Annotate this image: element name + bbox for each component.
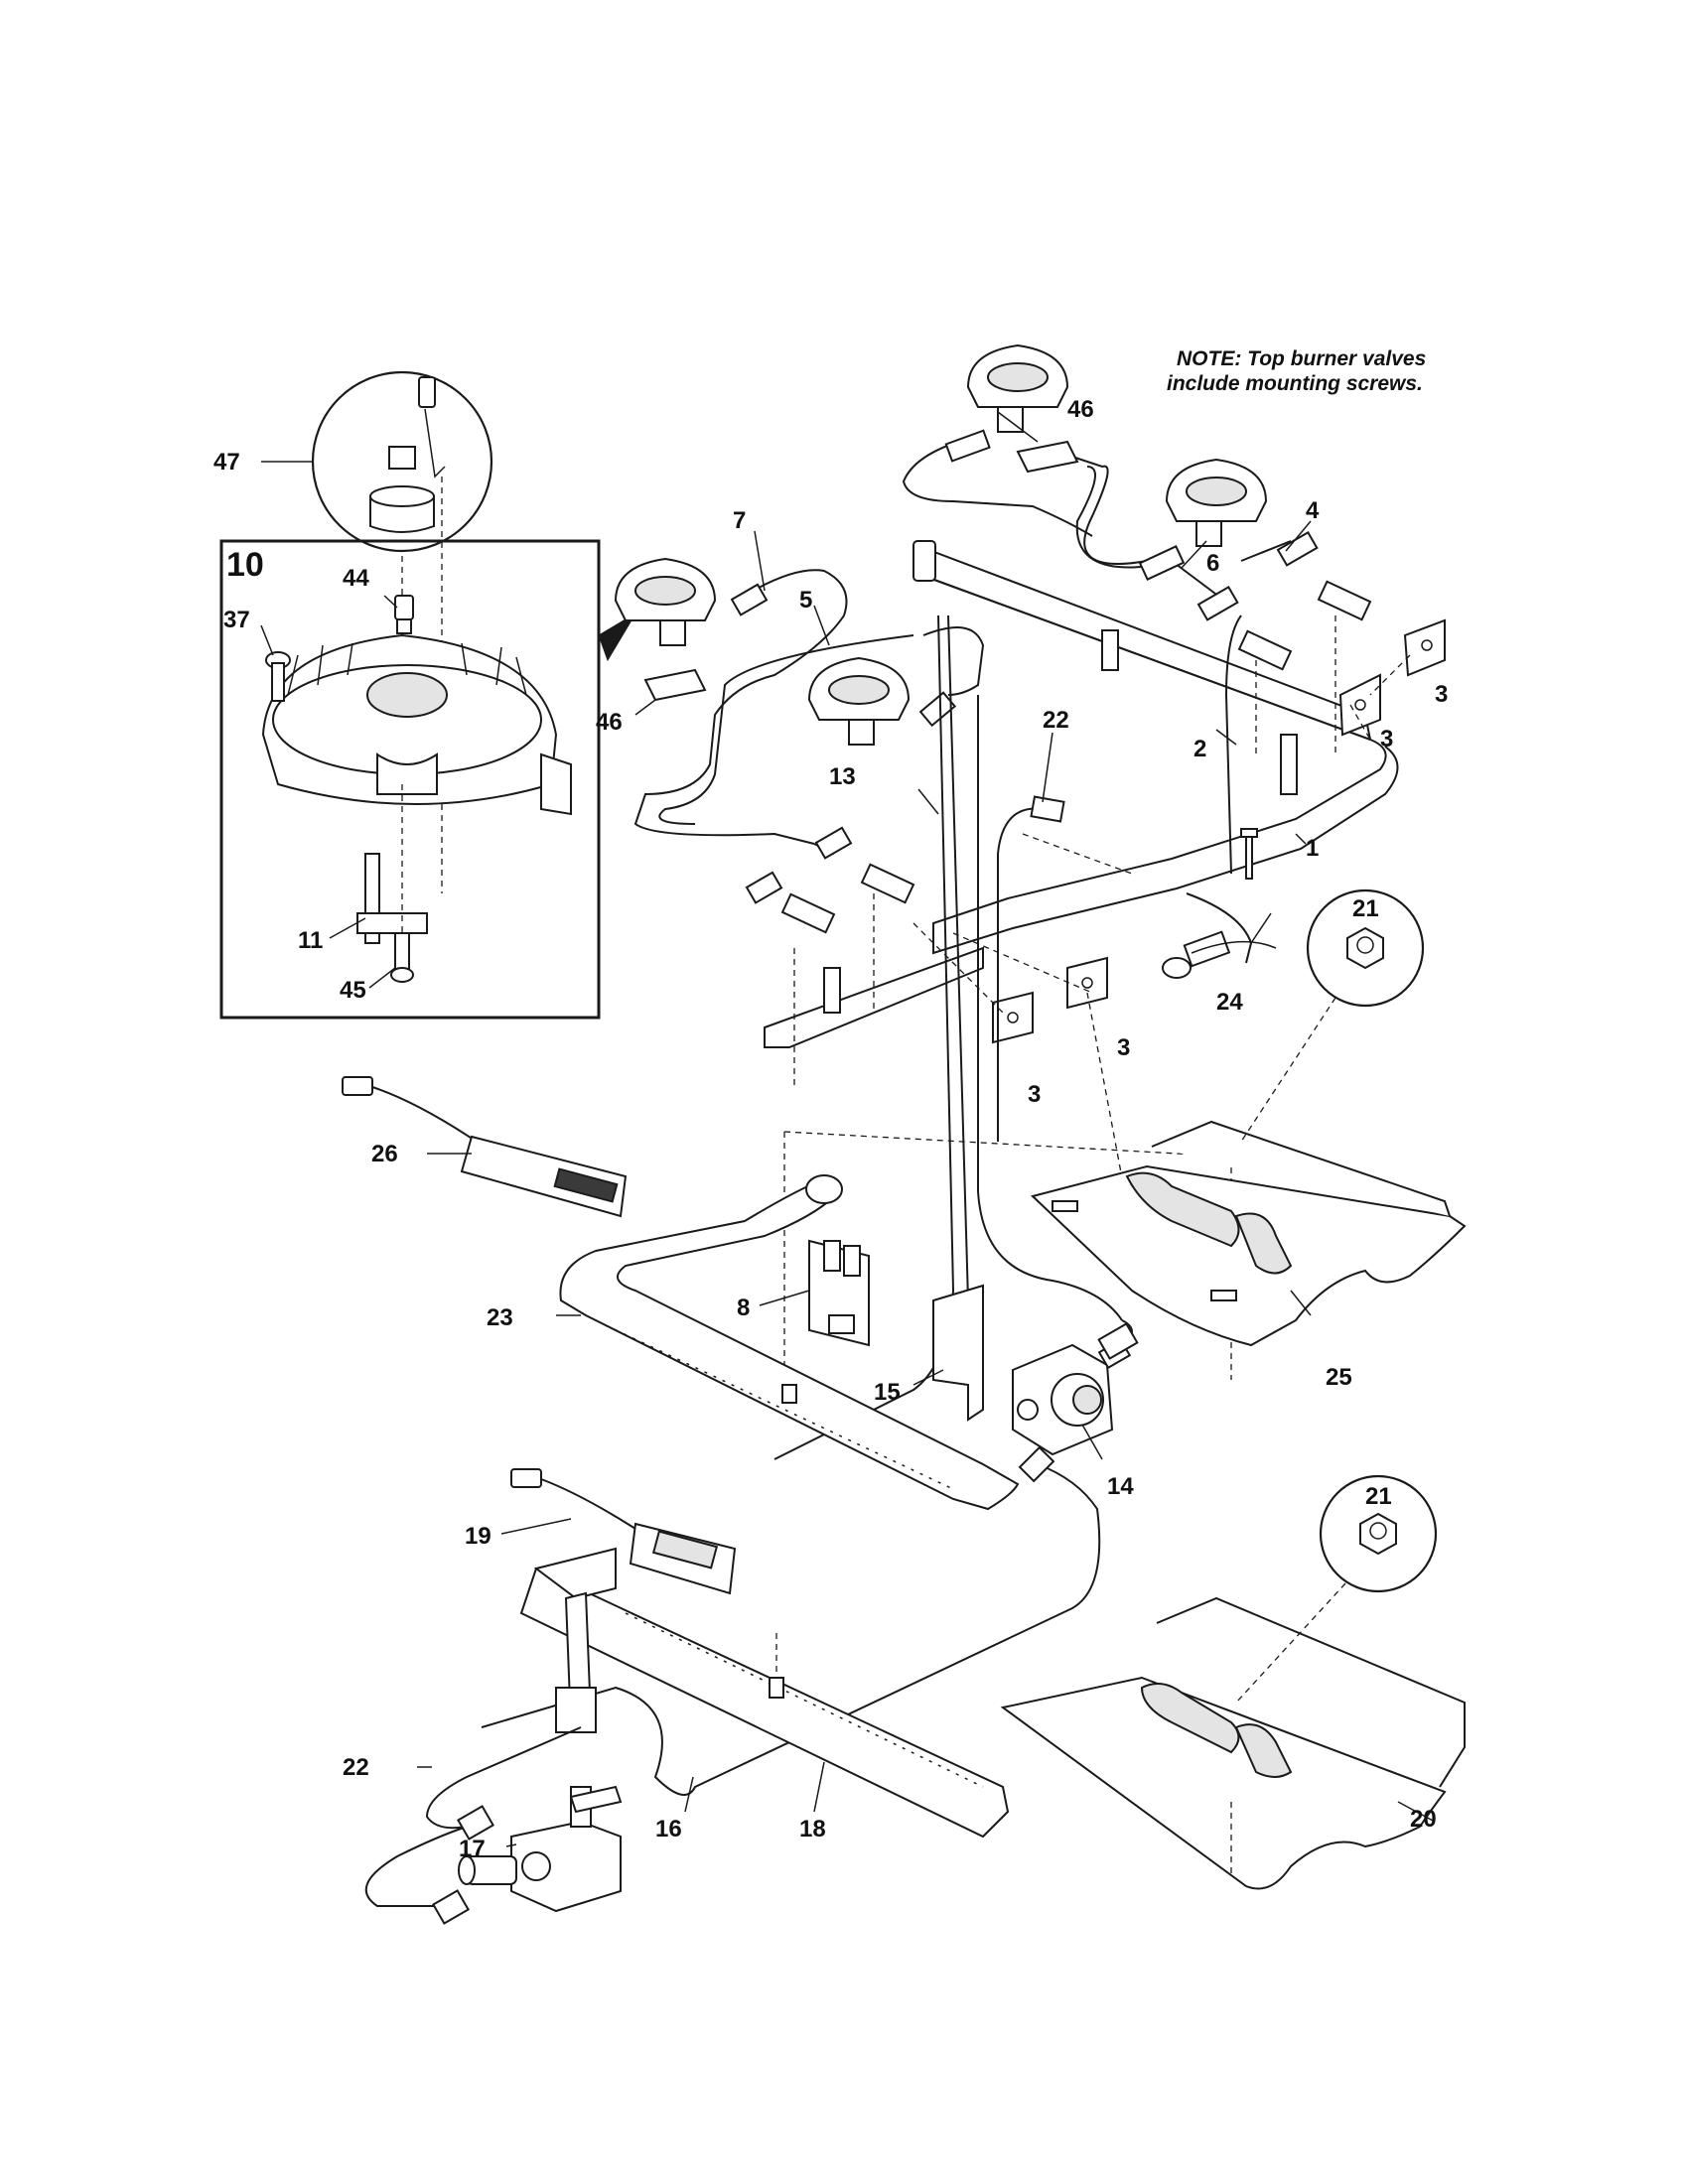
label-11: 11 bbox=[298, 927, 323, 954]
burner-head-top bbox=[966, 343, 1069, 433]
label-22a: 22 bbox=[1043, 707, 1069, 734]
screw-45 bbox=[390, 932, 414, 983]
label-3b: 3 bbox=[1380, 726, 1393, 752]
inset-title: 10 bbox=[226, 546, 264, 584]
oven-burner-23 bbox=[559, 1174, 1020, 1511]
fitting-24 bbox=[1162, 892, 1277, 979]
tube-2 bbox=[1224, 614, 1258, 880]
svg-text:include mounting screws.: include mounting screws. bbox=[1167, 372, 1423, 395]
label-37: 37 bbox=[223, 607, 250, 633]
label-3c: 3 bbox=[1117, 1034, 1130, 1061]
label-15: 15 bbox=[874, 1379, 901, 1406]
label-7: 7 bbox=[733, 507, 746, 534]
label-14: 14 bbox=[1107, 1473, 1134, 1500]
label-19: 19 bbox=[465, 1523, 491, 1550]
valve-elbow bbox=[1097, 1319, 1139, 1360]
brackets-3 bbox=[992, 618, 1446, 1044]
gas-valve-14 bbox=[1012, 1338, 1132, 1456]
manifold-1 bbox=[912, 540, 1399, 955]
nut-detail-21-upper bbox=[1240, 888, 1425, 1143]
label-22b: 22 bbox=[343, 1754, 369, 1781]
broil-burner-18 bbox=[519, 1547, 1010, 1839]
burner-head-center bbox=[807, 656, 911, 746]
bracket-15 bbox=[932, 1284, 984, 1422]
screw-37 bbox=[265, 651, 291, 702]
orifice-44 bbox=[394, 595, 414, 634]
burner-head-left bbox=[614, 557, 717, 646]
bracket-8 bbox=[808, 1239, 870, 1347]
label-16: 16 bbox=[655, 1816, 682, 1843]
label-3a: 3 bbox=[1435, 681, 1448, 708]
broil-valve-17 bbox=[458, 1785, 623, 1913]
label-8: 8 bbox=[737, 1295, 750, 1321]
burner-head-right bbox=[1165, 458, 1268, 547]
baffle-25 bbox=[1031, 1120, 1467, 1347]
label-17: 17 bbox=[459, 1836, 486, 1862]
label-46a: 46 bbox=[1067, 396, 1094, 423]
label-24: 24 bbox=[1216, 989, 1243, 1016]
orifice-detail-circle bbox=[311, 370, 493, 893]
label-4: 4 bbox=[1306, 497, 1320, 524]
baffle-20 bbox=[1000, 1596, 1466, 1890]
label-13: 13 bbox=[829, 763, 856, 790]
mounting-clips-46 bbox=[643, 440, 1079, 702]
electrode-11 bbox=[356, 853, 428, 944]
note: NOTE: Top burner valves include mounting… bbox=[1167, 347, 1426, 395]
label-25: 25 bbox=[1326, 1364, 1352, 1391]
tube-22-top bbox=[997, 795, 1065, 1142]
nut-detail-21-lower bbox=[1235, 1474, 1438, 1704]
label-26: 26 bbox=[371, 1141, 398, 1167]
label-1: 1 bbox=[1306, 835, 1319, 862]
label-23: 23 bbox=[487, 1304, 513, 1331]
tube-22-lower bbox=[364, 1726, 582, 1925]
part-labels: 1 2 3 3 3 3 4 5 6 7 8 11 13 14 15 16 17 … bbox=[213, 396, 1448, 1862]
label-3d: 3 bbox=[1028, 1081, 1041, 1108]
burner-base-inset: 10 bbox=[219, 461, 636, 1020]
label-20: 20 bbox=[1410, 1806, 1437, 1833]
label-47: 47 bbox=[213, 449, 240, 476]
label-2: 2 bbox=[1193, 736, 1206, 762]
label-6: 6 bbox=[1206, 550, 1219, 577]
label-21a: 21 bbox=[1352, 895, 1379, 922]
label-44: 44 bbox=[343, 565, 369, 592]
tube-16 bbox=[481, 1445, 1101, 1796]
label-46b: 46 bbox=[596, 709, 623, 736]
label-18: 18 bbox=[799, 1816, 826, 1843]
igniter-19 bbox=[510, 1468, 737, 1595]
valve-fittings bbox=[730, 429, 1372, 934]
svg-text:NOTE: Top burner valves: NOTE: Top burner valves bbox=[1177, 347, 1426, 370]
label-21b: 21 bbox=[1365, 1483, 1392, 1510]
label-5: 5 bbox=[799, 587, 812, 614]
igniter-26 bbox=[342, 1076, 628, 1218]
label-45: 45 bbox=[340, 977, 366, 1004]
leader-lines bbox=[417, 411, 1436, 1847]
